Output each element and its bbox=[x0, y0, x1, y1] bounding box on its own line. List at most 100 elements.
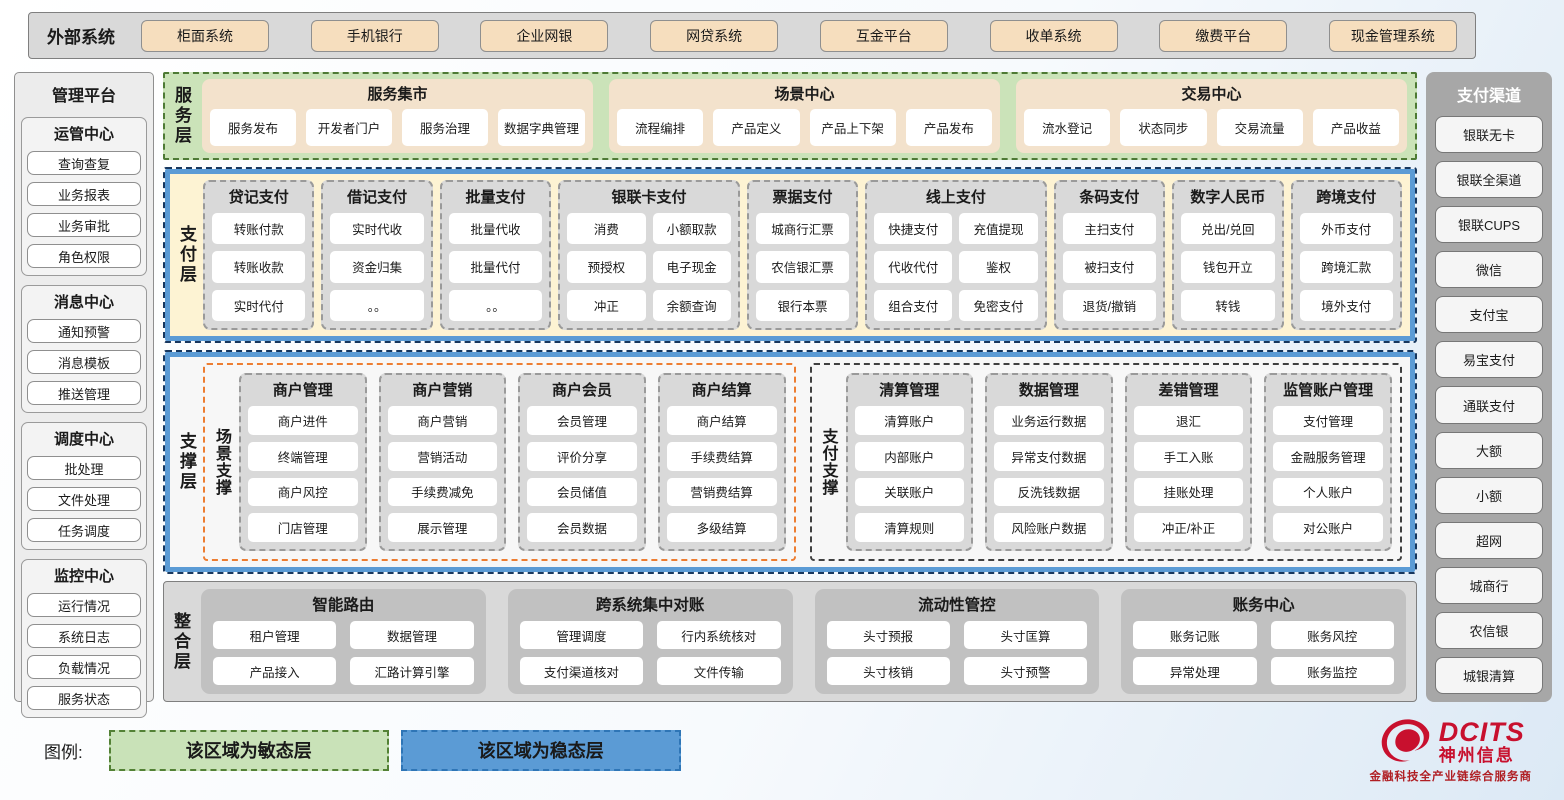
channel-button[interactable]: 城商行 bbox=[1435, 566, 1543, 604]
payment-item-button[interactable]: 主扫支付 bbox=[1062, 213, 1157, 245]
payment-item-button[interactable]: 组合支付 bbox=[874, 289, 953, 321]
support-item-button[interactable]: 清算规则 bbox=[854, 513, 965, 542]
support-item-button[interactable]: 展示管理 bbox=[387, 513, 498, 542]
payment-item-button[interactable]: 转账付款 bbox=[212, 213, 306, 245]
support-item-button[interactable]: 业务运行数据 bbox=[994, 406, 1104, 435]
management-item-button[interactable]: 任务调度 bbox=[27, 518, 141, 542]
support-item-button[interactable]: 商户风控 bbox=[248, 477, 358, 507]
service-item-button[interactable]: 流水登记 bbox=[1024, 109, 1111, 146]
payment-item-button[interactable]: 消费 bbox=[567, 213, 646, 245]
management-item-button[interactable]: 批处理 bbox=[27, 456, 141, 480]
payment-item-button[interactable]: 转账收款 bbox=[212, 251, 306, 283]
external-system-button[interactable]: 收单系统 bbox=[989, 19, 1118, 52]
support-item-button[interactable]: 对公账户 bbox=[1273, 513, 1383, 542]
management-item-button[interactable]: 角色权限 bbox=[27, 244, 141, 268]
management-item-button[interactable]: 业务审批 bbox=[27, 213, 141, 237]
payment-item-button[interactable]: 代收代付 bbox=[874, 251, 953, 283]
support-item-button[interactable]: 评价分享 bbox=[527, 441, 637, 471]
payment-item-button[interactable]: 快捷支付 bbox=[874, 213, 953, 245]
support-item-button[interactable]: 反洗钱数据 bbox=[994, 477, 1104, 507]
payment-item-button[interactable]: 实时代付 bbox=[212, 289, 306, 321]
channel-button[interactable]: 城银清算 bbox=[1435, 656, 1543, 695]
payment-item-button[interactable]: 被扫支付 bbox=[1062, 251, 1157, 283]
service-item-button[interactable]: 产品收益 bbox=[1312, 109, 1399, 146]
payment-item-button[interactable]: 跨境汇款 bbox=[1299, 251, 1393, 283]
support-item-button[interactable]: 商户结算 bbox=[666, 406, 777, 435]
integration-item-button[interactable]: 账务监控 bbox=[1270, 657, 1394, 685]
payment-item-button[interactable]: 农信银汇票 bbox=[755, 251, 850, 283]
integration-item-button[interactable]: 异常处理 bbox=[1133, 657, 1257, 685]
support-item-button[interactable]: 手续费减免 bbox=[387, 477, 498, 507]
support-item-button[interactable]: 关联账户 bbox=[854, 477, 965, 507]
channel-button[interactable]: 农信银 bbox=[1435, 611, 1543, 649]
management-item-button[interactable]: 系统日志 bbox=[27, 624, 141, 648]
payment-item-button[interactable]: 外币支付 bbox=[1299, 213, 1393, 245]
external-system-button[interactable]: 缴费平台 bbox=[1159, 19, 1288, 52]
payment-item-button[interactable]: 免密支付 bbox=[959, 289, 1038, 321]
payment-item-button[interactable]: 城商行汇票 bbox=[755, 213, 850, 245]
payment-item-button[interactable]: 银行本票 bbox=[755, 289, 850, 321]
payment-item-button[interactable]: 批量代付 bbox=[448, 251, 543, 283]
support-item-button[interactable]: 退汇 bbox=[1133, 406, 1244, 435]
channel-button[interactable]: 银联全渠道 bbox=[1435, 161, 1543, 199]
payment-item-button[interactable]: 冲正 bbox=[567, 289, 646, 321]
management-item-button[interactable]: 查询查复 bbox=[27, 151, 141, 175]
external-system-button[interactable]: 现金管理系统 bbox=[1328, 19, 1457, 52]
service-item-button[interactable]: 状态同步 bbox=[1120, 109, 1207, 146]
support-item-button[interactable]: 会员数据 bbox=[527, 513, 637, 542]
channel-button[interactable]: 大额 bbox=[1435, 431, 1543, 469]
payment-item-button[interactable]: 资金归集 bbox=[330, 251, 424, 283]
integration-item-button[interactable]: 租户管理 bbox=[213, 621, 337, 649]
payment-item-button[interactable]: 电子现金 bbox=[652, 251, 731, 283]
payment-item-button[interactable]: 余额查询 bbox=[652, 289, 731, 321]
channel-button[interactable]: 小额 bbox=[1435, 476, 1543, 514]
support-item-button[interactable]: 冲正/补正 bbox=[1133, 513, 1244, 542]
service-item-button[interactable]: 开发者门户 bbox=[306, 109, 392, 146]
support-item-button[interactable]: 风险账户数据 bbox=[994, 513, 1104, 542]
support-item-button[interactable]: 手续费结算 bbox=[666, 441, 777, 471]
external-system-button[interactable]: 手机银行 bbox=[310, 19, 439, 52]
support-item-button[interactable]: 挂账处理 bbox=[1133, 477, 1244, 507]
integration-item-button[interactable]: 汇路计算引擎 bbox=[350, 657, 474, 685]
payment-item-button[interactable]: 。。 bbox=[448, 289, 543, 321]
service-item-button[interactable]: 服务治理 bbox=[402, 109, 488, 146]
payment-item-button[interactable]: 。。 bbox=[330, 289, 424, 321]
support-item-button[interactable]: 终端管理 bbox=[248, 441, 358, 471]
management-item-button[interactable]: 运行情况 bbox=[27, 593, 141, 617]
management-item-button[interactable]: 负载情况 bbox=[27, 655, 141, 679]
channel-button[interactable]: 超网 bbox=[1435, 521, 1543, 559]
channel-button[interactable]: 通联支付 bbox=[1435, 386, 1543, 424]
management-item-button[interactable]: 消息模板 bbox=[27, 350, 141, 374]
support-item-button[interactable]: 营销费结算 bbox=[666, 477, 777, 507]
payment-item-button[interactable]: 兑出/兑回 bbox=[1181, 213, 1275, 245]
support-item-button[interactable]: 商户进件 bbox=[248, 406, 358, 435]
payment-item-button[interactable]: 转钱 bbox=[1181, 289, 1275, 321]
support-item-button[interactable]: 内部账户 bbox=[854, 441, 965, 471]
external-system-button[interactable]: 企业网银 bbox=[480, 19, 609, 52]
integration-item-button[interactable]: 头寸匡算 bbox=[963, 621, 1088, 649]
external-system-button[interactable]: 柜面系统 bbox=[141, 19, 269, 52]
support-item-button[interactable]: 手工入账 bbox=[1133, 441, 1244, 471]
service-item-button[interactable]: 流程编排 bbox=[617, 109, 704, 146]
external-system-button[interactable]: 互金平台 bbox=[819, 19, 948, 52]
integration-item-button[interactable]: 头寸核销 bbox=[826, 657, 950, 685]
management-item-button[interactable]: 服务状态 bbox=[27, 686, 141, 710]
service-item-button[interactable]: 产品发布 bbox=[905, 109, 992, 146]
payment-item-button[interactable]: 退货/撤销 bbox=[1062, 289, 1157, 321]
payment-item-button[interactable]: 小额取款 bbox=[652, 213, 731, 245]
integration-item-button[interactable]: 文件传输 bbox=[657, 657, 781, 685]
support-item-button[interactable]: 异常支付数据 bbox=[994, 441, 1104, 471]
integration-item-button[interactable]: 头寸预警 bbox=[963, 657, 1088, 685]
support-item-button[interactable]: 会员管理 bbox=[527, 406, 637, 435]
external-system-button[interactable]: 网贷系统 bbox=[650, 19, 779, 52]
integration-item-button[interactable]: 支付渠道核对 bbox=[519, 657, 644, 685]
support-item-button[interactable]: 门店管理 bbox=[248, 513, 358, 542]
channel-button[interactable]: 微信 bbox=[1435, 251, 1543, 289]
channel-button[interactable]: 银联无卡 bbox=[1435, 116, 1543, 154]
management-item-button[interactable]: 通知预警 bbox=[27, 319, 141, 343]
payment-item-button[interactable]: 预授权 bbox=[567, 251, 646, 283]
integration-item-button[interactable]: 管理调度 bbox=[519, 621, 644, 649]
integration-item-button[interactable]: 产品接入 bbox=[213, 657, 337, 685]
support-item-button[interactable]: 营销活动 bbox=[387, 441, 498, 471]
payment-item-button[interactable]: 境外支付 bbox=[1299, 289, 1393, 321]
